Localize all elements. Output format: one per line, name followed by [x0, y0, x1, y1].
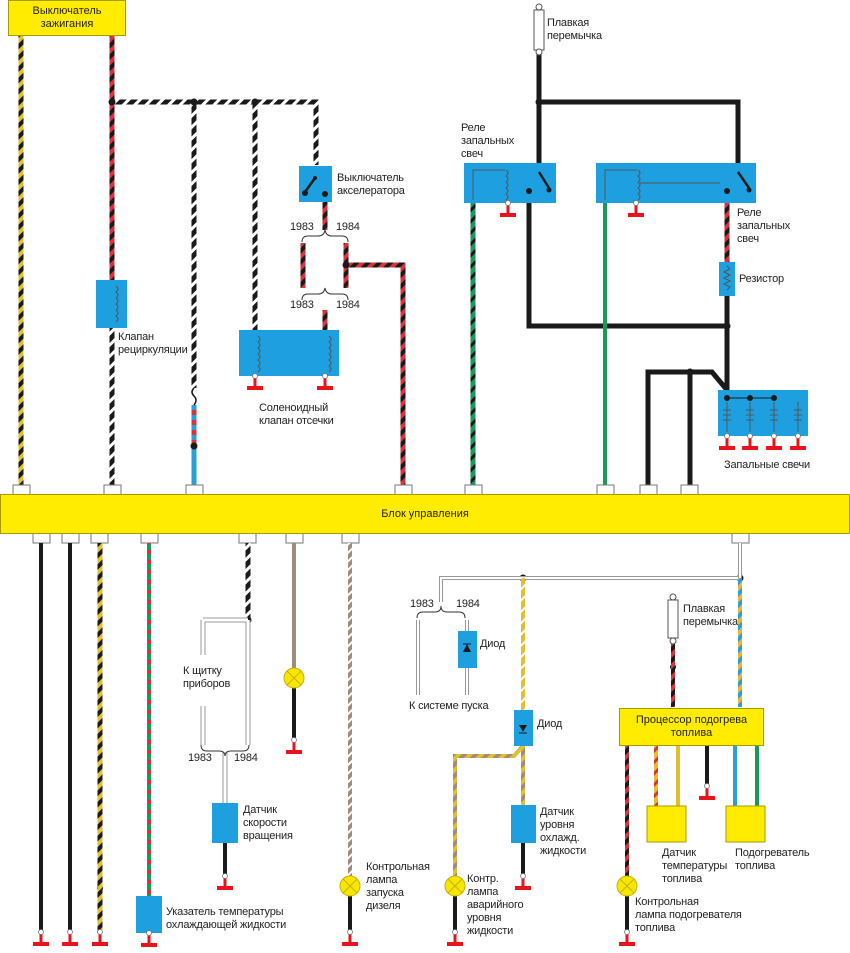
lamp-icon: [339, 875, 361, 897]
coolant-temp-gauge-label: Указатель температуры охлаждающей жидкос…: [166, 906, 287, 931]
glow-plugs[interactable]: [718, 390, 808, 436]
solenoid-valve[interactable]: [239, 330, 339, 376]
wire-start-system-inner: [440, 577, 740, 602]
ecu-connectors-bottom: [32, 532, 750, 544]
fusible-link-bottom: [667, 593, 679, 645]
fuel-heater-processor[interactable]: Процессор подогрева топлива: [619, 708, 764, 746]
control-unit[interactable]: Блок управления: [0, 494, 850, 534]
ground-icon: [217, 873, 233, 890]
ground-icon: [247, 373, 263, 390]
ground-icon: [141, 930, 157, 947]
accelerator-switch-label: Выключатель акселератора: [337, 172, 405, 197]
glow-plugs-label: Запальные свечи: [724, 459, 810, 471]
ground-icon: [342, 929, 358, 946]
wire-fusible-feed: [536, 52, 741, 165]
ground-icon: [447, 929, 463, 946]
year-1984-label: 1984: [336, 221, 360, 233]
wire-instrument-white-inner: [201, 618, 250, 745]
upper-wiring: [18, 35, 741, 486]
fuel-heater-label: Подогреватель топлива: [735, 847, 810, 872]
year-1984-label: 1984: [234, 752, 258, 764]
glow-relay-right-label: Реле запальных свеч: [737, 207, 791, 245]
ground-icon: [92, 929, 108, 946]
resistor[interactable]: [719, 262, 735, 296]
ignition-switch[interactable]: Выключатель зажигания: [8, 0, 126, 36]
fuel-heater[interactable]: [725, 805, 766, 843]
ground-icon: [317, 373, 333, 390]
diesel-start-lamp-label: Контрольная лампа запуска дизеля: [366, 861, 430, 912]
fuel-heater-lamp-label: Контрольная лампа подогревателя топлива: [635, 896, 742, 934]
coolant-level-lamp-label: Контр. лампа аварийного уровня жидкости: [467, 873, 524, 937]
wire-plugs-feed: [645, 369, 729, 486]
fusible-link-top-label: Плавкая перемычка: [547, 17, 602, 42]
recirc-valve-label: Клапан рециркуляции: [118, 331, 188, 356]
year-1983-label: 1983: [188, 752, 212, 764]
to-start-system-label: К системе пуска: [409, 700, 489, 712]
instrument-panel-label: К щитку приборов: [183, 665, 231, 690]
fuel-temp-sensor-label: Датчик температуры топлива: [662, 847, 728, 885]
speed-sensor-label: Датчик скорости вращения: [243, 804, 293, 842]
ground-icon: [286, 737, 302, 754]
wire-start-system: [439, 576, 740, 602]
speed-sensor[interactable]: [212, 803, 238, 843]
warning-lamps: [283, 667, 638, 897]
wire-1984-to-ecu: [346, 262, 406, 486]
fusible-link-bottom-label: Плавкая перемычка: [683, 603, 738, 628]
glow-plug-relay-left[interactable]: [464, 163, 556, 203]
fuel-temp-sensor[interactable]: [646, 805, 687, 843]
ground-icon: [619, 929, 635, 946]
fusible-link-top: [533, 3, 545, 56]
accelerator-switch[interactable]: [299, 166, 332, 202]
resistor-label: Резистор: [739, 273, 784, 285]
diode-2-label: Диод: [537, 718, 563, 730]
lamp-icon: [444, 875, 466, 897]
ground-icon: [628, 200, 644, 217]
year-1983-label: 1983: [290, 221, 314, 233]
ground-symbols: [33, 200, 806, 947]
year-1984-label: 1984: [336, 299, 360, 311]
wire-relay-left-out: [526, 203, 727, 329]
coolant-level-sensor-label: Датчик уровня охлажд. жидкости: [540, 806, 587, 857]
year-braces: [200, 229, 466, 757]
coolant-temp-gauge[interactable]: [136, 896, 162, 933]
glow-plug-relay-right[interactable]: [596, 163, 756, 203]
ground-icon: [790, 433, 806, 450]
year-1984-label: 1984: [456, 598, 480, 610]
ground-icon: [33, 929, 49, 946]
lamp-icon: [283, 667, 305, 689]
wire-break-symbol: [191, 387, 197, 406]
ground-icon: [500, 200, 516, 217]
ground-icon: [766, 433, 782, 450]
glow-relay-left-label: Реле запальных свеч: [461, 122, 515, 160]
ground-icon: [515, 873, 531, 890]
year-1983-label: 1983: [410, 598, 434, 610]
wire-yellow-brown: [453, 744, 525, 876]
wire-white-black-bus: [112, 99, 319, 165]
ground-icon: [699, 783, 715, 800]
ground-icon: [62, 929, 78, 946]
recirculation-valve[interactable]: [96, 280, 127, 328]
diode-1[interactable]: [458, 631, 477, 668]
diode-1-label: Диод: [480, 638, 506, 650]
coolant-level-sensor[interactable]: [511, 805, 536, 843]
lamp-icon: [616, 875, 638, 897]
ground-icon: [742, 433, 758, 450]
year-1983-label: 1983: [290, 299, 314, 311]
ground-icon: [719, 433, 735, 450]
solenoid-valve-label: Соленоидный клапан отсечки: [259, 402, 334, 427]
diode-2[interactable]: [514, 710, 533, 746]
